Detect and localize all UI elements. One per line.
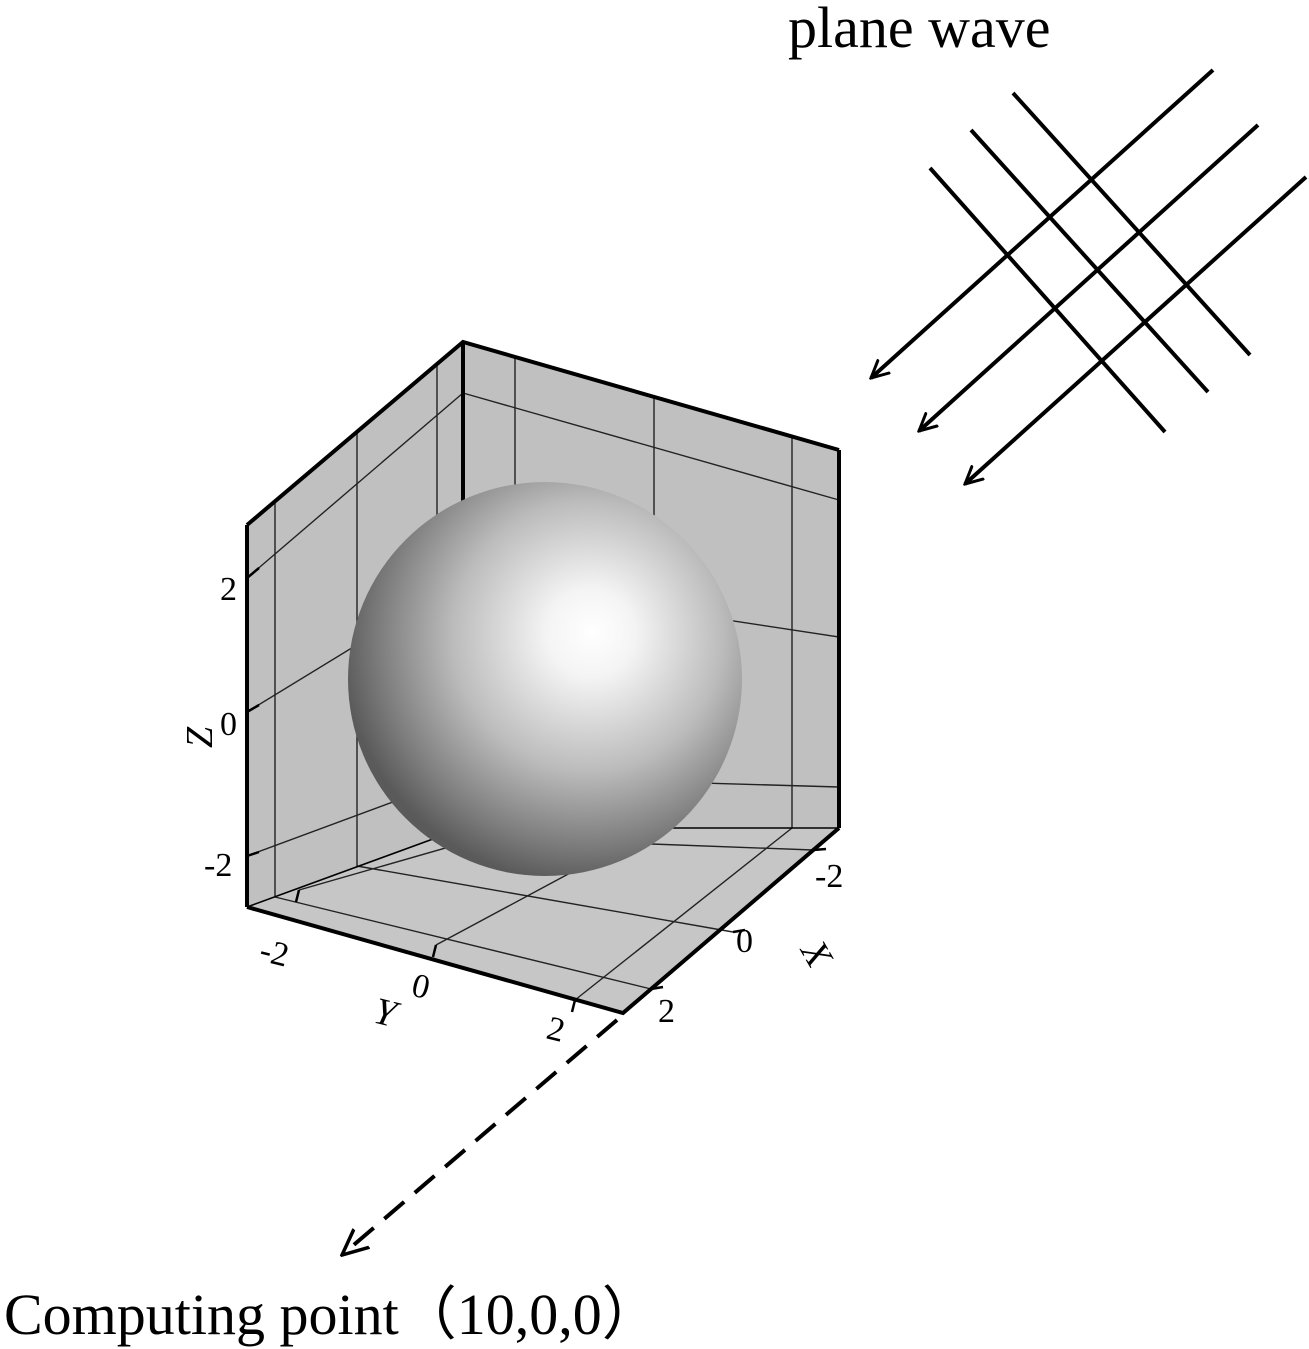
y-tick-label: -2: [256, 932, 292, 975]
computing-point-label: Computing point（10,0,0）: [4, 1282, 660, 1347]
tick-marks: [246, 567, 827, 1013]
y-tick-label: 2: [543, 1010, 568, 1050]
z-tick-label: 0: [220, 706, 237, 743]
plane-wave-symbol: [871, 68, 1308, 484]
sphere: [348, 482, 742, 876]
wave-arrow: [965, 175, 1308, 484]
y-axis-title: Y: [370, 990, 404, 1037]
z-tick-label: -2: [204, 847, 232, 884]
plane-wave-label: plane wave: [788, 0, 1050, 60]
y-tick-label: 0: [408, 967, 433, 1007]
x-tick-label: -2: [815, 858, 843, 895]
z-axis: 2 0 -2 Z: [179, 571, 237, 884]
y-axis: -2 0 2 Y: [256, 932, 568, 1050]
z-tick-label: 2: [220, 571, 237, 608]
computing-point-arrow: [342, 1018, 619, 1255]
x-tick-label: 2: [658, 993, 675, 1030]
wave-arrow: [871, 68, 1215, 378]
x-tick-label: 0: [736, 923, 753, 960]
x-axis-title: X: [791, 932, 841, 976]
wave-arrow: [919, 123, 1260, 431]
floor: [247, 828, 839, 1013]
z-axis-title: Z: [179, 726, 221, 748]
